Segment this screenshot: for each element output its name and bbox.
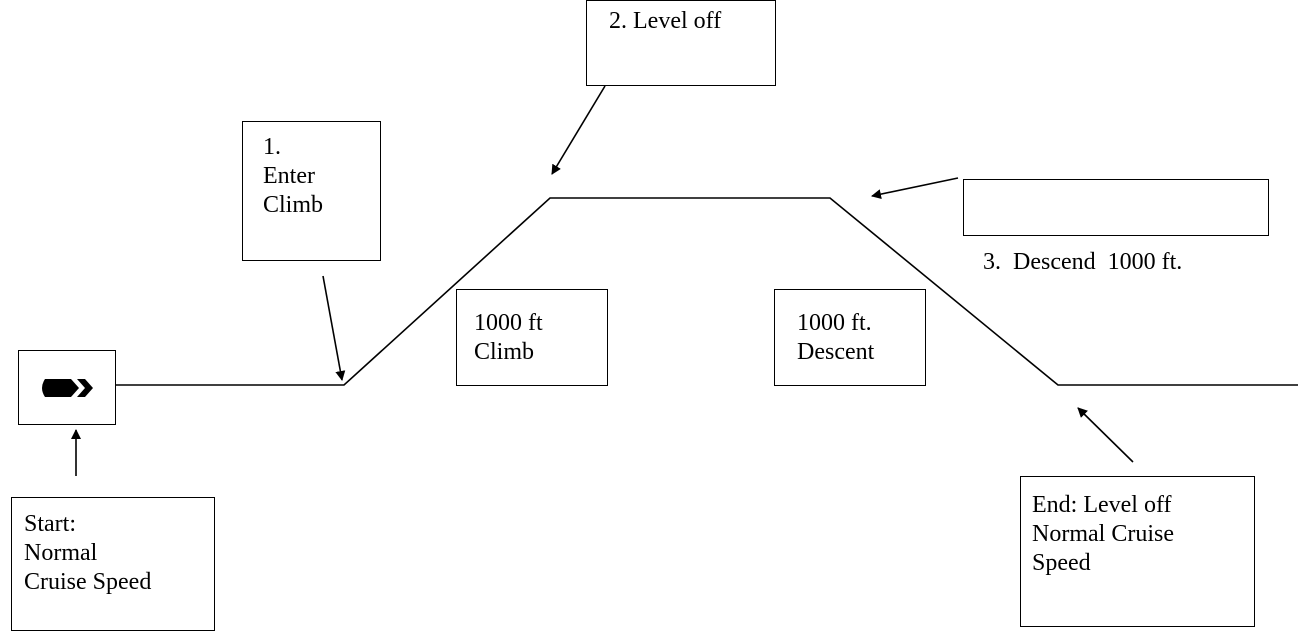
- end-label-line: Speed: [1032, 550, 1091, 576]
- climb-label: 1000 ft Climb: [456, 289, 608, 386]
- arrow-step1: [322, 275, 346, 381]
- arrow-step2: [551, 85, 606, 175]
- start-marker-box: [18, 350, 116, 425]
- climb-label-line: Climb: [474, 339, 535, 365]
- climb-label-line: 1000 ft: [474, 310, 543, 336]
- step2-label: 2. Level off: [586, 0, 776, 86]
- start-label: Start: Normal Cruise Speed: [11, 497, 215, 631]
- descent-label: 1000 ft. Descent: [774, 289, 926, 386]
- start-label-line: Start:: [24, 511, 76, 537]
- aircraft-arrow-icon: [42, 379, 93, 397]
- step1-label-line: Enter: [263, 163, 315, 189]
- step3-label-line: 3. Descend 1000 ft.: [983, 249, 1183, 275]
- step3-label: 3. Descend 1000 ft.: [963, 179, 1269, 275]
- end-label-line: Normal Cruise: [1032, 521, 1174, 547]
- step1-label: 1. Enter Climb: [242, 121, 381, 261]
- step1-label-line: 1.: [263, 134, 281, 160]
- descent-label-line: 1000 ft.: [797, 310, 872, 336]
- arrow-step3: [871, 177, 959, 200]
- arrow-end: [1077, 407, 1134, 463]
- start-label-line: Normal: [24, 540, 98, 566]
- flight-path-line: [116, 197, 1298, 386]
- step1-label-line: Climb: [263, 192, 324, 218]
- step2-label-line: 2. Level off: [609, 8, 722, 34]
- end-label-line: End: Level off: [1032, 492, 1172, 518]
- start-label-line: Cruise Speed: [24, 569, 152, 595]
- descent-label-line: Descent: [797, 339, 875, 365]
- end-label: End: Level off Normal Cruise Speed: [1020, 476, 1255, 627]
